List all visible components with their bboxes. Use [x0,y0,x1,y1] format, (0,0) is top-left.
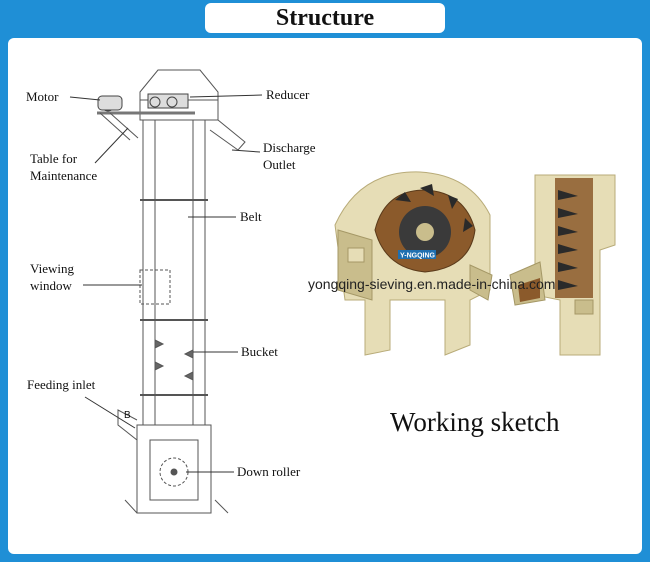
label-viewing-line2: window [30,278,73,293]
elevator-schematic [69,69,263,514]
label-viewing-line1: Viewing [30,261,74,276]
elevator-casing [142,119,206,426]
label-discharge-line1: Discharge [263,140,316,155]
label-feeding-inlet: Feeding inlet [27,377,96,392]
discharge-chute [209,119,246,151]
label-reducer: Reducer [266,87,310,102]
watermark-text: yongqing-sieving.en.made-in-china.com [308,276,555,292]
label-motor: Motor [26,89,59,104]
bucket-1 [154,339,165,349]
bucket-4 [183,371,194,381]
page-title: Structure [275,4,375,31]
working-sketch-caption: Working sketch [390,407,560,437]
label-down-roller: Down roller [237,464,301,479]
label-section-b: B [124,410,131,421]
bucket-3 [183,349,194,359]
label-belt: Belt [240,209,262,224]
boot-section [136,424,212,514]
label-table-line2: Maintenance [30,168,97,183]
label-table-line1: Table for [30,151,78,166]
brand-badge: Y-NGQING [400,253,436,260]
reducer-body [147,93,189,109]
motor-body [97,95,123,111]
boot-cutaway [509,174,616,356]
bucket-2 [154,361,165,371]
viewing-window-frame [139,269,171,305]
label-discharge-line2: Outlet [263,157,296,172]
label-bucket: Bucket [241,344,278,359]
leader-lines [69,94,263,473]
head-cutaway: Y-NGQING [334,171,493,356]
title-box: Structure [205,3,445,33]
head-housing [139,69,219,121]
